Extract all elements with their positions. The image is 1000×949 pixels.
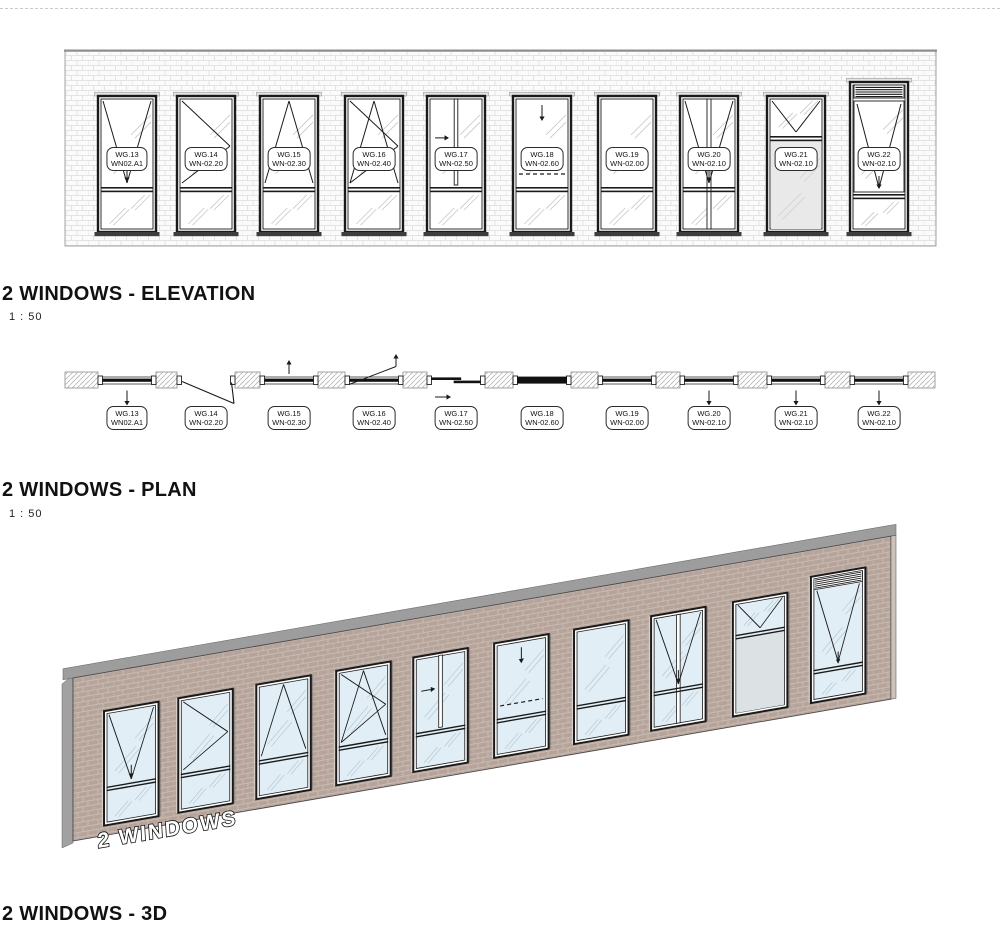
3d-window-WG.22[interactable] <box>808 566 868 705</box>
3d-window-WG.18[interactable] <box>491 632 552 760</box>
3d-window-WG.16[interactable] <box>334 660 394 787</box>
elevation-view-title: 2 WINDOWS - ELEVATION <box>2 283 256 305</box>
plan-viewport[interactable] <box>64 354 936 406</box>
3d-window-WG.15[interactable] <box>254 674 314 801</box>
plan-view-title: 2 WINDOWS - PLAN <box>2 479 197 501</box>
3d-window-WG.17[interactable] <box>411 646 471 774</box>
plan-window-WG.18[interactable] <box>512 375 572 385</box>
3d-window-WG.13[interactable] <box>101 700 161 827</box>
plan-view-scale: 1 : 50 <box>9 508 43 520</box>
plan-window-WG.13[interactable] <box>97 375 157 406</box>
plan-window-WG.17[interactable] <box>426 375 486 400</box>
plan-window-WG.20[interactable] <box>679 375 739 406</box>
elevation-view-scale: 1 : 50 <box>9 311 43 323</box>
plan-window-WG.19[interactable] <box>597 375 657 385</box>
plan-window-WG.15[interactable] <box>259 360 319 385</box>
plan-window-WG.21[interactable] <box>766 375 826 406</box>
sheet-crop-line <box>0 8 1000 9</box>
3d-window-WG.19[interactable] <box>571 618 631 746</box>
3d-window-WG.21[interactable] <box>730 591 790 718</box>
3d-window-WG.20[interactable] <box>648 605 708 732</box>
plan-window-WG.14[interactable] <box>176 375 236 405</box>
3d-viewport[interactable]: 2 WINDOWS <box>61 523 897 854</box>
plan-window-WG.22[interactable] <box>849 375 909 406</box>
3d-view-title: 2 WINDOWS - 3D <box>2 903 168 925</box>
plan-window-WG.16[interactable] <box>344 354 404 385</box>
3d-window-WG.14[interactable] <box>176 687 236 814</box>
